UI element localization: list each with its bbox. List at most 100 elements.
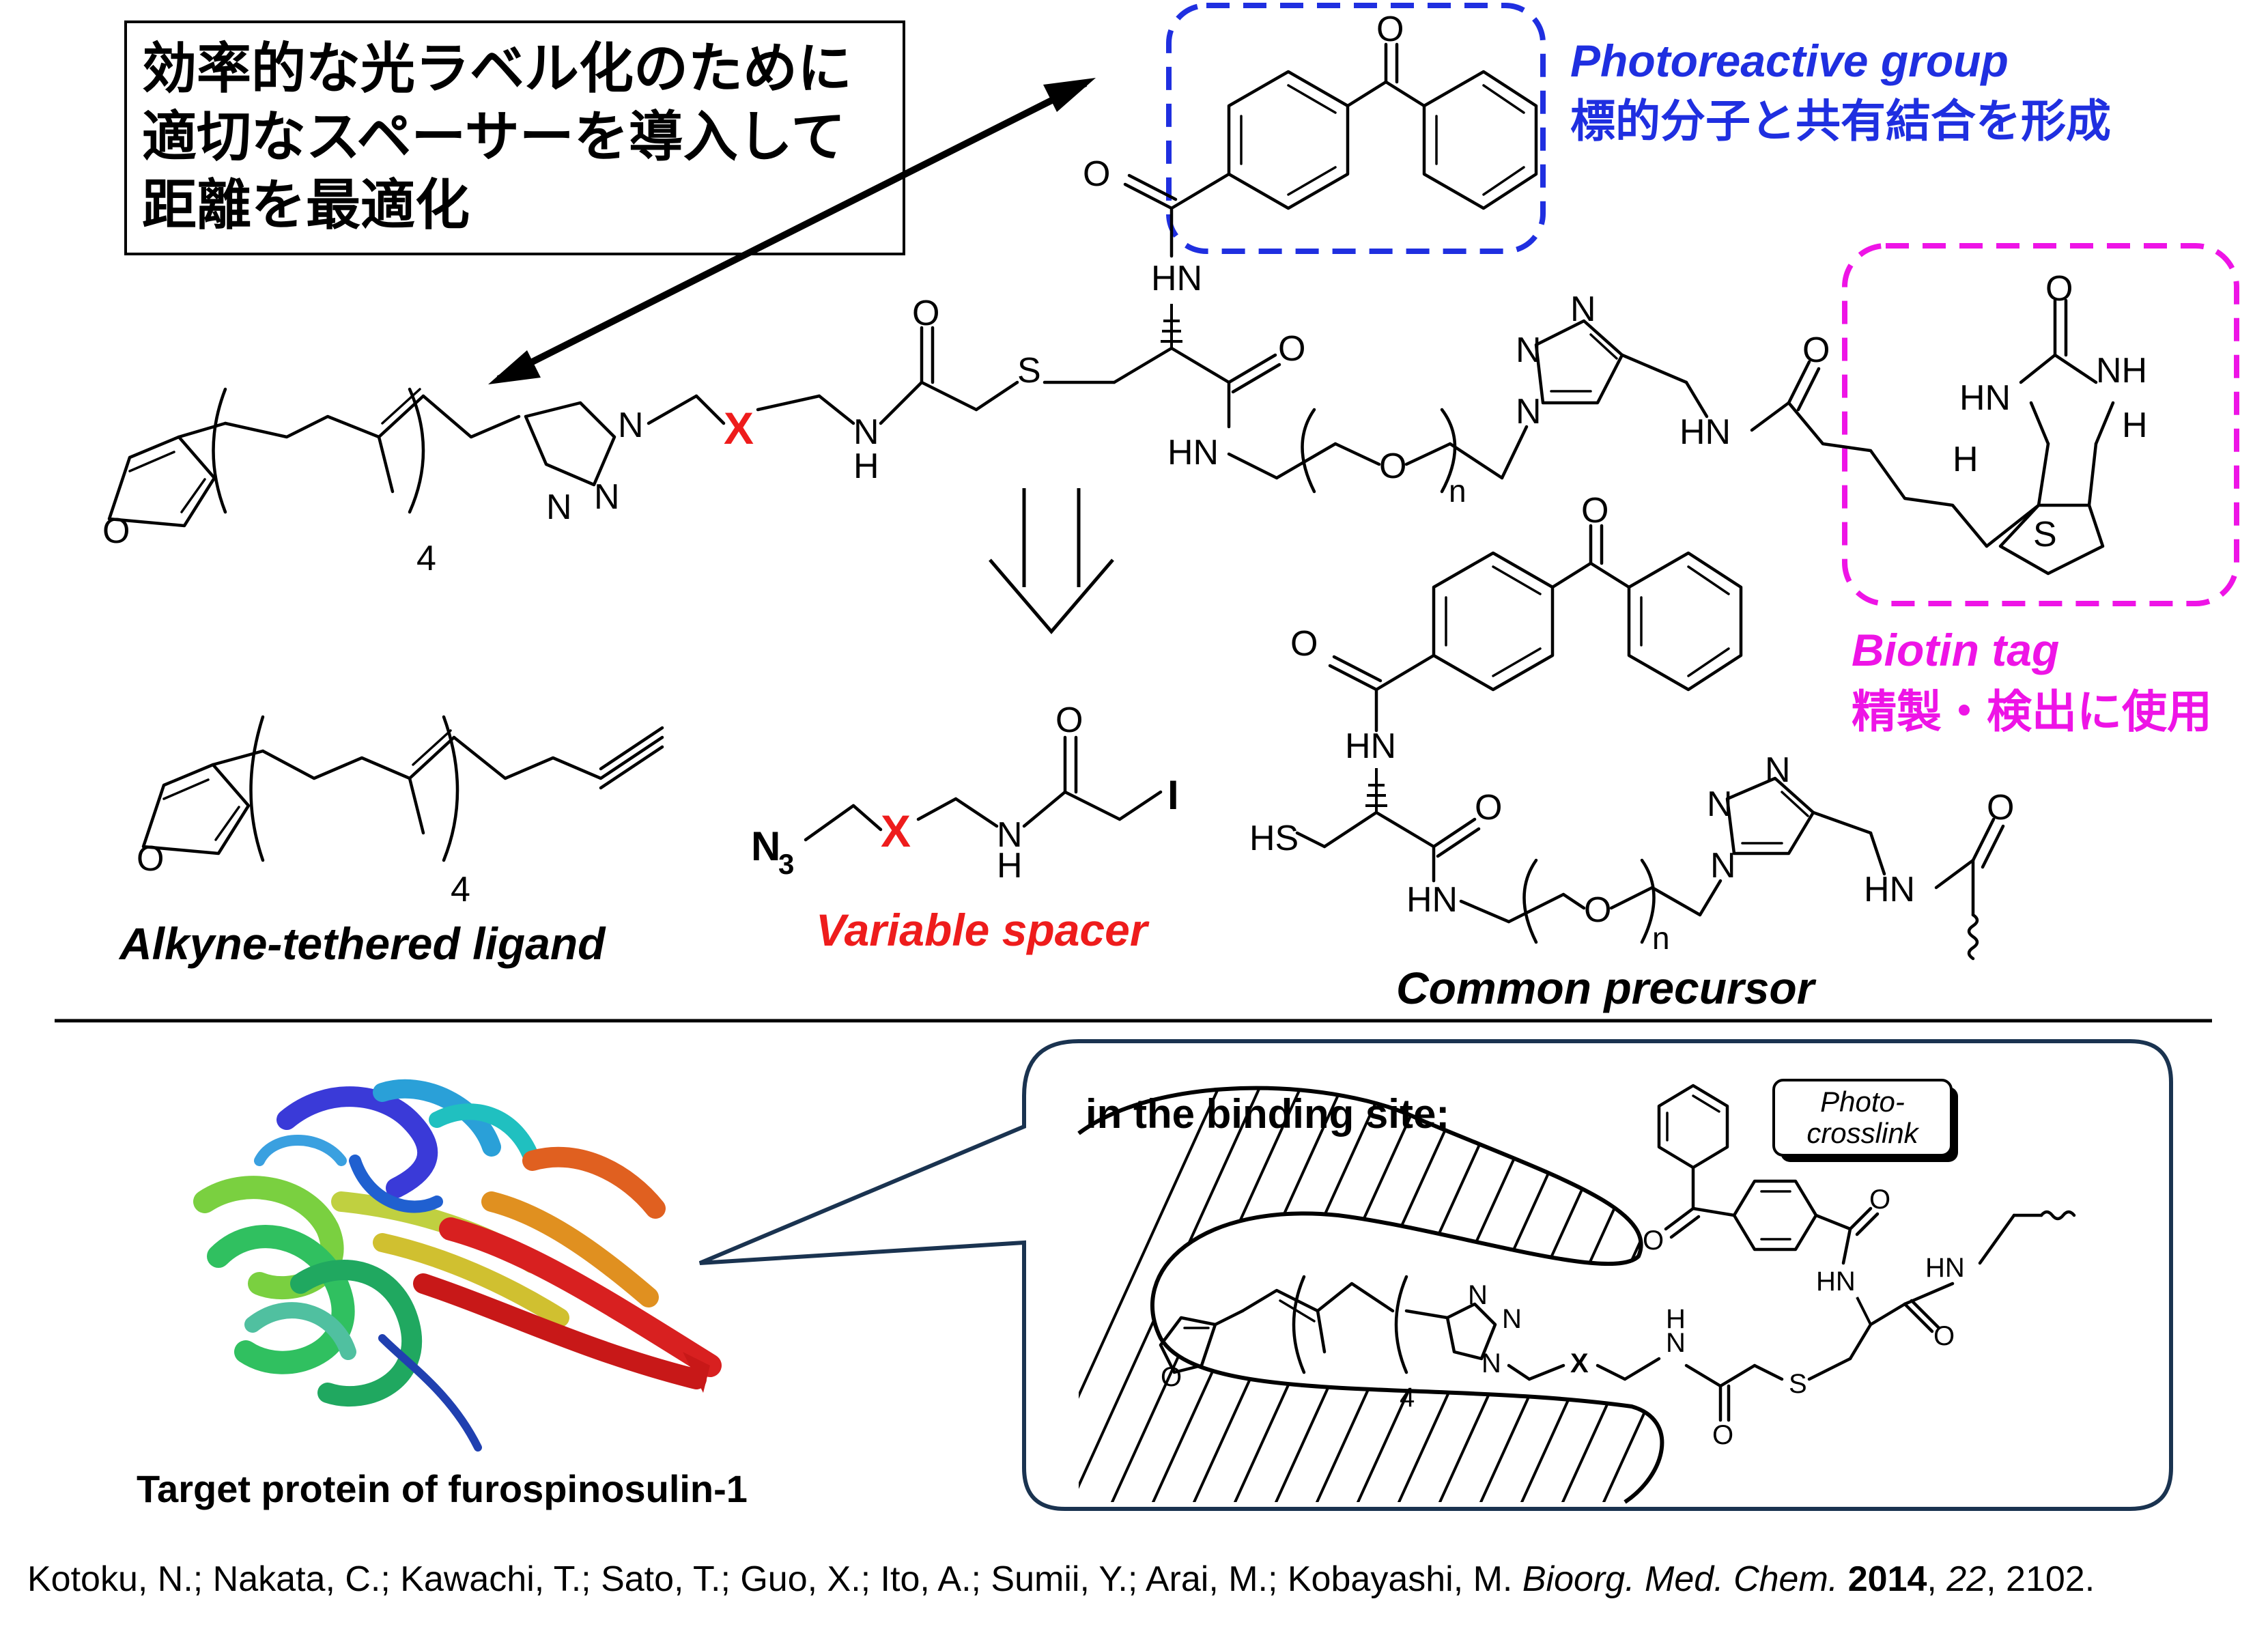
atom-N: N (1516, 392, 1542, 431)
atom-N: N (997, 815, 1023, 855)
callout-line-1: 効率的な光ラベル化のために (142, 38, 852, 99)
atom-O: O (1584, 890, 1611, 930)
photoreactive-box (1166, 3, 1546, 254)
atom-O: O (1161, 1362, 1182, 1392)
retrosynthesis-arrow-icon (989, 488, 1114, 634)
atom-N: N (853, 412, 879, 452)
reference-volume: 22 (1946, 1559, 1986, 1599)
atom-N3: N (751, 823, 780, 869)
atom-N: N (1516, 330, 1542, 370)
atom-H: H (1666, 1304, 1686, 1334)
atom-O: O (1290, 624, 1318, 664)
atom-HS: HS (1249, 819, 1299, 858)
atom-N: N (1666, 1328, 1686, 1358)
atom-H: H (853, 447, 879, 486)
atom-O: O (912, 294, 939, 333)
variable-X: X (1570, 1348, 1589, 1378)
common-precursor-label: Common precursor (1396, 963, 1817, 1013)
atom-HN: HN (1959, 378, 2011, 418)
binding-site-label: in the binding site: (1086, 1091, 1449, 1137)
photo-crosslink-line1: Photo- (1820, 1086, 1905, 1118)
atom-O: O (1379, 447, 1406, 486)
atom-S: S (1017, 351, 1041, 391)
atom-N: N (1707, 784, 1733, 824)
callout-line-3: 距離を最適化 (142, 175, 470, 236)
variable-X: X (724, 403, 754, 453)
atom-O: O (1869, 1185, 1890, 1215)
atom-O: O (1581, 491, 1608, 530)
atom-H: H (1953, 440, 1979, 479)
protein-ribbon-image (193, 1079, 722, 1452)
atom-H: H (997, 846, 1023, 886)
reference-citation: Kotoku, N.; Nakata, C.; Kawachi, T.; Sat… (27, 1559, 2095, 1599)
alkyne-ligand-structure: O 4 (137, 715, 664, 909)
atom-N: N (618, 406, 644, 445)
reference-sep2: , (1986, 1559, 2006, 1599)
atom-O: O (1802, 330, 1830, 370)
photo-crosslink-tag: Photo- crosslink (1772, 1079, 1958, 1162)
callout-line-2: 適切なスペーサーを導入して (142, 107, 845, 167)
subscript-4: 4 (451, 870, 470, 909)
atom-O: O (1055, 701, 1083, 740)
atom-N: N (1570, 289, 1596, 329)
bound-ligand-structure: O O HN HN O S O N H X N (1159, 1084, 2076, 1450)
double-headed-arrow-icon (488, 78, 1096, 384)
biotin-title: Biotin tag (1852, 625, 2059, 675)
atom-H: H (2122, 406, 2148, 445)
atom-N: N (546, 487, 572, 527)
atom-HN: HN (1345, 726, 1396, 766)
atom-O: O (1643, 1226, 1664, 1256)
atom-S: S (1789, 1369, 1807, 1399)
alkyne-ligand-label: Alkyne-tethered ligand (118, 918, 606, 969)
atom-O: O (1083, 154, 1110, 194)
reference-journal: Bioorg. Med. Chem. (1522, 1559, 1838, 1599)
reference-pages: 2102. (2006, 1559, 2095, 1599)
protein-caption: Target protein of furospinosulin-1 (137, 1467, 748, 1510)
atom-HN: HN (1864, 870, 1915, 909)
atom-O: O (1987, 788, 2014, 827)
atom-N: N (1765, 750, 1791, 790)
subscript-4: 4 (416, 539, 436, 578)
reference-sep1: , (1927, 1559, 1946, 1599)
probe-structure: O O HN O HN O n (102, 10, 2148, 578)
atom-O: O (2045, 269, 2073, 309)
photoreactive-title: Photoreactive group (1570, 36, 2009, 86)
atom-O: O (1933, 1321, 1955, 1351)
reference-space (1838, 1559, 1847, 1599)
variable-X: X (881, 806, 911, 856)
subscript-n: n (1652, 920, 1670, 956)
atom-O: O (102, 511, 130, 551)
atom-O: O (1376, 10, 1404, 49)
atom-HN: HN (1406, 880, 1458, 920)
atom-N: N (594, 477, 620, 517)
atom-HN: HN (1816, 1267, 1856, 1297)
biotin-subtitle: 精製・検出に使用 (1852, 686, 2212, 737)
atom-I: I (1167, 772, 1179, 818)
variable-spacer-label: Variable spacer (816, 905, 1150, 955)
subscript-4: 4 (1400, 1383, 1415, 1413)
photo-crosslink-line2: crosslink (1806, 1117, 1919, 1149)
atom-N: N (1710, 846, 1736, 886)
atom-HN: HN (1167, 433, 1219, 472)
atom-N: N (1502, 1304, 1522, 1334)
subscript-3: 3 (778, 848, 794, 880)
common-precursor-structure: O O HN HS O HN O n N (1249, 491, 2014, 961)
atom-O: O (1278, 329, 1305, 369)
reference-year: 2014 (1848, 1559, 1927, 1599)
atom-HN: HN (1151, 259, 1202, 298)
spacer-callout: 効率的な光ラベル化のために 適切なスペーサーを導入して 距離を最適化 (124, 20, 905, 255)
atom-S: S (2033, 515, 2057, 554)
reference-authors: Kotoku, N.; Nakata, C.; Kawachi, T.; Sat… (27, 1559, 1522, 1599)
photoreactive-subtitle: 標的分子と共有結合を形成 (1570, 96, 2111, 146)
atom-HN: HN (1925, 1253, 1965, 1283)
atom-NH: NH (2096, 351, 2147, 391)
atom-O: O (1475, 788, 1502, 827)
variable-spacer-structure: N 3 X N H O I (751, 701, 1179, 886)
atom-O: O (137, 839, 164, 879)
atom-O: O (1712, 1420, 1733, 1450)
atom-HN: HN (1679, 412, 1731, 452)
atom-N: N (1468, 1280, 1488, 1310)
subscript-n: n (1449, 473, 1466, 509)
biotin-box (1842, 243, 2239, 606)
